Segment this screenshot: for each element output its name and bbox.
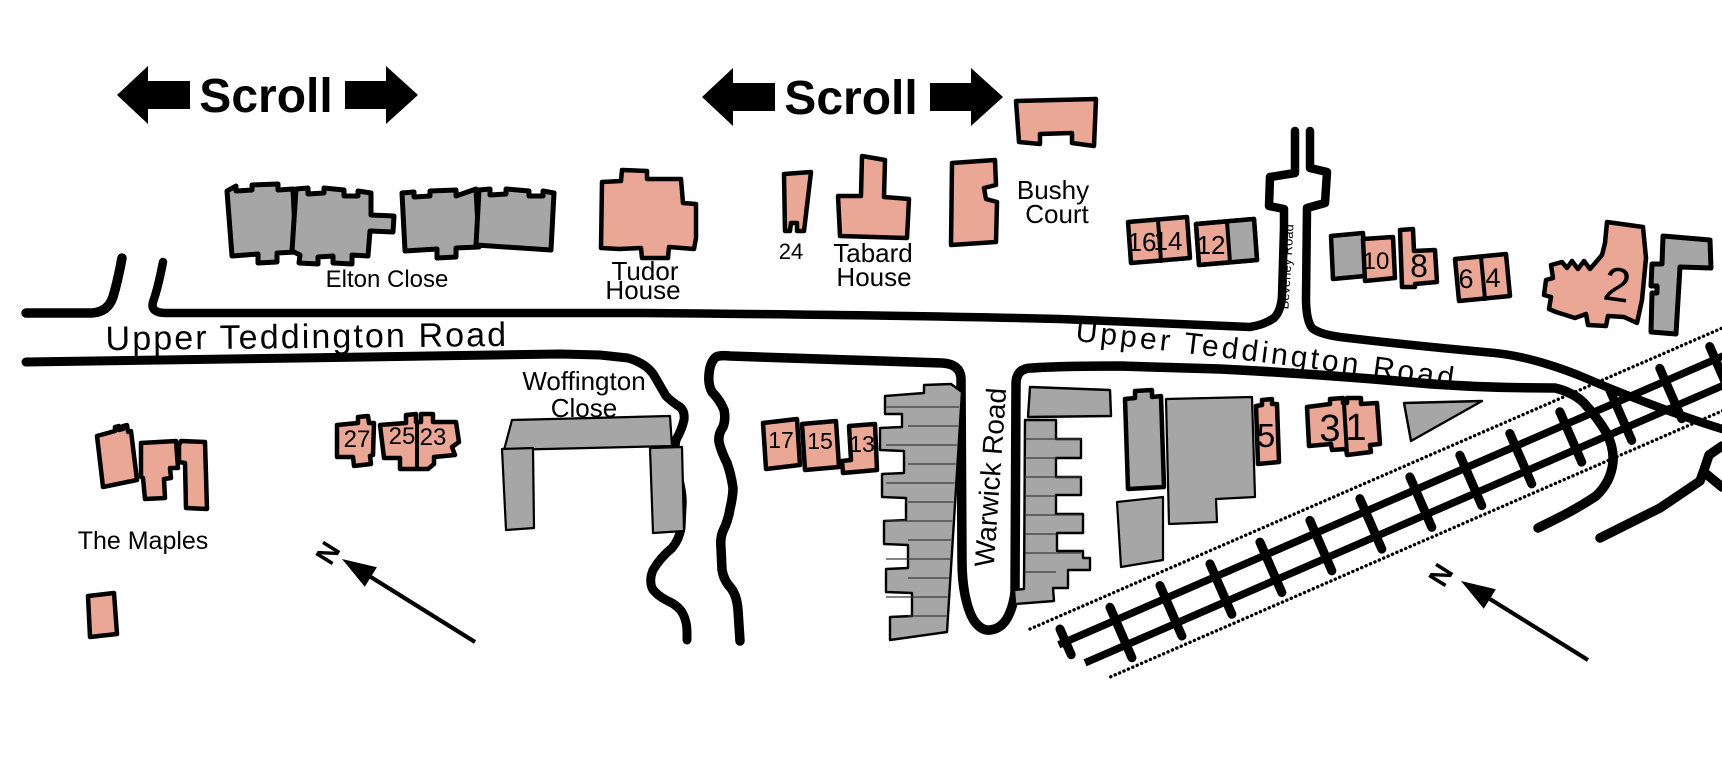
svg-text:Upper Teddington Road: Upper Teddington Road <box>105 316 508 358</box>
svg-text:Scroll: Scroll <box>199 70 332 123</box>
svg-text:Scroll: Scroll <box>784 72 917 125</box>
svg-text:8: 8 <box>1410 248 1428 284</box>
svg-text:13: 13 <box>849 431 875 457</box>
svg-text:Beverley Road: Beverley Road <box>1276 224 1296 310</box>
svg-text:Court: Court <box>1025 199 1089 229</box>
svg-text:27: 27 <box>344 426 371 453</box>
svg-text:25: 25 <box>389 423 416 450</box>
svg-text:24: 24 <box>779 239 803 264</box>
svg-text:Bushy: Bushy <box>1017 175 1089 205</box>
svg-text:5: 5 <box>1257 417 1275 454</box>
svg-text:The Maples: The Maples <box>78 527 209 555</box>
svg-text:Close: Close <box>551 393 617 423</box>
svg-text:23: 23 <box>420 424 447 451</box>
svg-text:3: 3 <box>1319 408 1340 450</box>
svg-text:Woffington: Woffington <box>522 366 645 396</box>
svg-text:Elton Close: Elton Close <box>326 266 449 293</box>
svg-text:House: House <box>836 262 911 292</box>
svg-text:Tabard: Tabard <box>833 238 913 268</box>
svg-text:17: 17 <box>768 427 794 453</box>
svg-text:16: 16 <box>1128 227 1157 257</box>
svg-text:12: 12 <box>1197 230 1226 260</box>
svg-text:1: 1 <box>1345 407 1366 449</box>
svg-text:House: House <box>605 275 680 305</box>
svg-text:6: 6 <box>1458 264 1473 294</box>
svg-text:10: 10 <box>1363 248 1390 275</box>
svg-text:14: 14 <box>1154 226 1183 256</box>
svg-text:15: 15 <box>807 428 833 454</box>
svg-text:Tudor: Tudor <box>612 256 679 286</box>
svg-text:4: 4 <box>1485 263 1500 293</box>
